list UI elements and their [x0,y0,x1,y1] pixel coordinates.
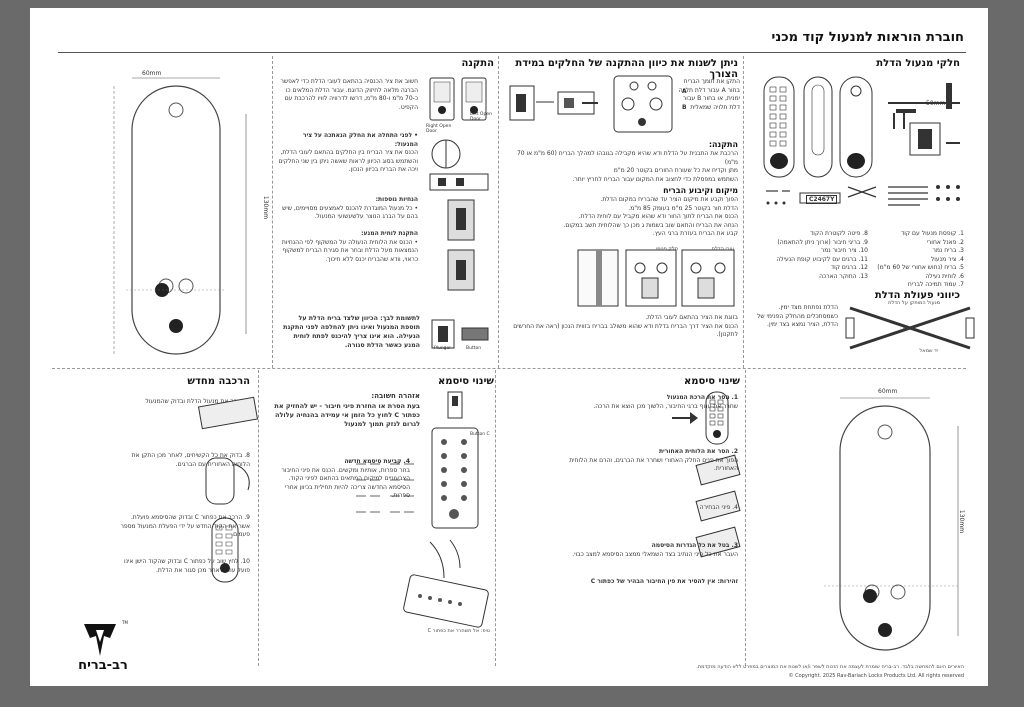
page-title: חוברת הוראות למנעול קוד מכני [771,30,964,45]
hand-pin-illustration [403,539,489,628]
title-divider [58,52,966,53]
bolt-subtitle: מיקום וקיבוע הבריח [663,186,738,195]
tip-note: טיפ: אל תשחרר את כפתור C [427,628,490,634]
back-cover-shape [839,76,873,178]
instruction-sheet: חוברת הוראות למנעול קוד מכני חלקי מנעול … [30,8,988,686]
drill-template-bottom [824,397,960,651]
back-plate-illustration [695,454,741,558]
door-hand-illustration [429,77,487,121]
code-step: 2. הסר את הלוחית האחורית הפוך את פנים הח… [569,448,738,472]
alert-text: בעת הסרת או החזרת פיני חיבור - יש להחזיק… [274,402,420,428]
reassembly-title: הרכבה מחדש [187,376,250,387]
template-dimension: 60mm [142,70,162,77]
plunger-label: Button [466,346,482,351]
door-direction-title: כיווני פעולת הדלת [874,290,960,301]
divider [498,56,499,368]
photo-label: חלק פנימי [655,246,678,252]
bolt-installation-illustration [577,249,735,307]
code-warning: זהירות: אין להסיר את פין החיבור הבהיר של… [590,578,738,585]
remove-cover-illustration [672,391,729,445]
footer-copyright: © Copyright. 2025 Rav-Bariach Locks Prod… [788,673,964,679]
direction-label: יד ימין [902,326,915,332]
parts-title: חלקי מנעול הדלת [876,58,960,69]
keypad-front-shape [763,76,795,178]
divider [52,368,966,369]
alert-title: אזהרה חשובה: [371,392,420,400]
installation-section: התקנת לוחית המנע: • הכנס את הלוחית הנעול… [281,230,418,263]
code-change-title: שינוי סיסמא [684,376,740,387]
reassembly-step: 10. לחץ שוב על כפתור C ובדוק שהקוד הישן … [123,558,250,574]
hand-label: Left Open Door [470,112,492,122]
template-dimension: 60mm [878,388,898,395]
back-panel-shape [803,76,833,178]
photo-label: עובי הדלת [711,246,734,252]
divider [272,56,273,368]
direction-label: יד שמאל [919,348,938,354]
button-label: Button C [470,432,490,437]
hole-label: A [682,88,687,95]
install-steps: הרכבת את התבנית על הדלת ודא שהיא מקבילה … [516,150,738,183]
code-sub: 4. פיני הבחירה [699,504,738,511]
plunger-label: Plunger [434,346,452,351]
divider [745,370,746,666]
footer-disclaimer: האיורים הינם להמחשה בלבד. רב-בריח שומרת … [696,664,964,670]
direction-label: מנעול המותקן על הדלת [888,300,940,306]
hole-label: B [682,104,687,111]
reversal-tip: התקן את תומך הבריח בחור A עבור דלת תלויה… [678,78,740,111]
bolt-bottom-text: בזוגת את הציר בהתאם לעובי הדלת. הכנס את … [513,314,738,338]
installation-section: • לפני התחלה את החלק הנאתכה על ציר המנעו… [278,132,418,173]
door-direction-diagram [845,306,975,350]
hand-label: Right Open Door [426,124,452,134]
code-step: 3. בטל את כל הגדרות הסיסמה העבר את כל פי… [572,542,738,558]
new-code-step: 4. קביעת סיסמא חדשה בחר ספרות, אותיות ומ… [281,458,410,499]
template-dimension: 130mm [262,195,270,220]
reassembly-illustration [197,396,259,583]
installation-note: לתשומת לבך: הכיוון שלצד בריח הדלת על תוס… [283,315,420,349]
spindle-illustration [429,139,489,191]
drill-template [113,77,247,355]
installation-intro: חשוב את ציר הכנסיה בהתאם לעובי הדלת כדי … [280,78,418,111]
plunger-illustration [431,319,489,349]
reassembly-step: 8. בדוק את כל הקשיחים, לאחר מכן התקן את … [131,452,250,468]
divider [495,370,496,666]
divider [743,56,744,368]
bolt-steps: הפוך וקבע את מיקום הציר עד שהבריח במקום … [563,196,738,237]
dimension-label: 50mm [926,100,946,107]
code-change-title-2: שינוי סיסמא [438,376,494,387]
logo-text: רב-בריח [78,658,128,673]
installation-section: הנחיות נוספות: • כל מנעול המוגדרת להכנס … [282,196,418,220]
install-subtitle: התקנה: [708,140,738,149]
pin-selection-illustration [356,463,414,513]
rav-bariach-logo [84,624,116,656]
strike-plate-illustration [447,199,475,291]
code-pins-illustration [431,391,479,529]
reversal-title: ניתן לשנות את כיוון ההתקנה של החלקים במי… [515,58,738,80]
template-dimension: 130mm [958,509,966,534]
latch-reversal-illustration [509,75,673,133]
installation-title: התקנה [461,58,494,69]
logo-tm: TM [122,620,128,625]
lock-parts-illustration [763,76,960,206]
reassembly-step: 9. הרכב את כפתור C ובדוק שהסיסמא פועלת. … [120,514,250,538]
door-direction-text: הדלת נפתחת מצד ימין. כשמסתכלים מהחלק הפנ… [756,304,838,328]
divider [258,370,259,666]
code-step: 1. הסר את הרכת המנעול שחרר את ענוף ברגי … [593,394,738,410]
code-label: C2467Y [806,195,838,204]
